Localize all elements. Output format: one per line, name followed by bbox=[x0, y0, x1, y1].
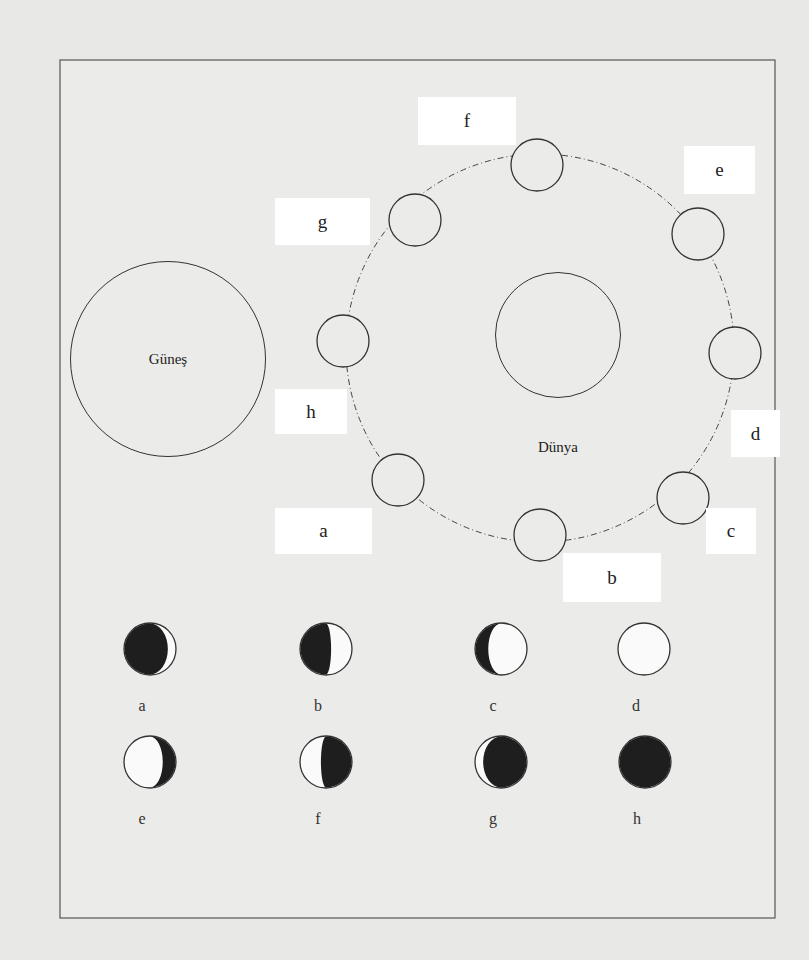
moon-phases bbox=[124, 623, 671, 788]
label-box: a bbox=[275, 508, 372, 554]
body-name: Dünya bbox=[538, 439, 578, 456]
moon-shadow bbox=[483, 737, 526, 788]
moon-disc bbox=[124, 623, 176, 675]
moon-shadow bbox=[321, 737, 352, 788]
moon-disc bbox=[300, 623, 352, 675]
moon-disc bbox=[124, 736, 176, 788]
label-box: b bbox=[563, 553, 661, 602]
phase-letter: c bbox=[489, 697, 496, 715]
label-box: e bbox=[684, 146, 755, 194]
moon-disc bbox=[475, 623, 527, 675]
position-letter: b bbox=[607, 567, 617, 589]
moon-phase-icon bbox=[475, 736, 527, 788]
moon-circle bbox=[672, 208, 724, 260]
moon-phase-icon bbox=[124, 736, 176, 788]
moon-phase-icon bbox=[619, 736, 671, 788]
position-letter: e bbox=[715, 159, 723, 181]
body-name: Güneş bbox=[149, 351, 187, 368]
moon-disc bbox=[300, 736, 352, 788]
orbit-moons bbox=[317, 139, 761, 561]
moon-disc bbox=[619, 736, 671, 788]
phase-letter: b bbox=[314, 697, 322, 715]
moon-circle bbox=[317, 315, 369, 367]
moon-phase-icon bbox=[124, 623, 176, 675]
earth-circle: Dünya bbox=[495, 272, 621, 398]
moon-disc bbox=[618, 623, 670, 675]
position-letter: h bbox=[306, 401, 316, 423]
moon-shadow bbox=[476, 624, 502, 675]
moon-shadow bbox=[150, 737, 176, 788]
moon-shadow bbox=[301, 624, 332, 675]
moon-circle bbox=[657, 472, 709, 524]
label-box: d bbox=[731, 410, 780, 457]
position-letter: g bbox=[318, 211, 328, 233]
moon-circle bbox=[514, 509, 566, 561]
sun-circle: Güneş bbox=[70, 261, 266, 457]
moon-phase-icon bbox=[300, 736, 352, 788]
moon-circle bbox=[372, 454, 424, 506]
position-letter: f bbox=[464, 110, 470, 132]
moon-circle bbox=[511, 139, 563, 191]
frame bbox=[60, 60, 775, 918]
moon-phase-icon bbox=[475, 623, 527, 675]
position-letter: c bbox=[727, 520, 735, 542]
phase-letter: d bbox=[632, 697, 640, 715]
phase-letter: f bbox=[315, 810, 320, 828]
phase-letter: h bbox=[633, 810, 641, 828]
position-letter: d bbox=[751, 423, 761, 445]
moon-phase-icon bbox=[300, 623, 352, 675]
label-box: f bbox=[418, 97, 516, 145]
moon-orbit bbox=[346, 154, 734, 542]
moon-circle bbox=[389, 194, 441, 246]
moon-shadow bbox=[125, 624, 168, 675]
label-box: h bbox=[275, 389, 347, 434]
label-box: g bbox=[275, 198, 370, 245]
moon-phase-icon bbox=[618, 623, 670, 675]
phase-letter: g bbox=[489, 810, 497, 828]
moon-shadow bbox=[620, 737, 671, 788]
label-box: c bbox=[706, 508, 756, 554]
phase-letter: a bbox=[138, 697, 145, 715]
phase-letter: e bbox=[138, 810, 145, 828]
moon-disc bbox=[475, 736, 527, 788]
moon-circle bbox=[709, 327, 761, 379]
position-letter: a bbox=[319, 520, 327, 542]
